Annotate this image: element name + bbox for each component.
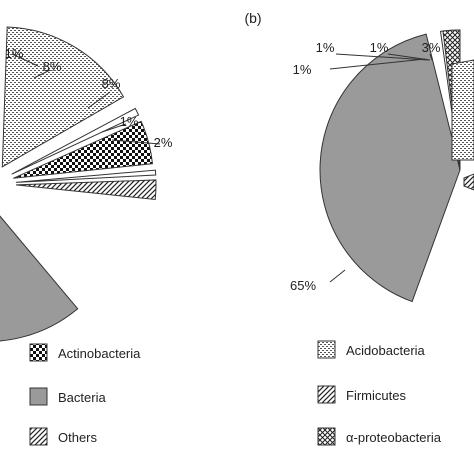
right-pie-data-label-0: 65%	[290, 278, 316, 293]
legend-right-swatch-0	[317, 340, 336, 359]
left-pie-leader-2	[33, 69, 51, 79]
right-pie-data-label-1: 1%	[293, 62, 312, 77]
right-pie-leader-3	[387, 53, 431, 61]
right-pie-leader-0	[329, 269, 346, 283]
right-pie-data-label-4: 3%	[422, 40, 441, 55]
right-pie-leader-2	[335, 53, 429, 61]
legend-left-swatch-2	[29, 427, 48, 446]
left-pie-leader-3	[87, 91, 111, 109]
pie-chart-right: 65% 1% 1% 1% 3%	[290, 29, 474, 303]
left-pie-data-label-3: 8%	[102, 76, 121, 91]
left-pie-slice-0	[0, 215, 79, 342]
legend-right-swatch-2	[317, 427, 336, 446]
right-pie-leader-1	[329, 58, 426, 70]
legend-left-label-0: Actinobacteria	[58, 346, 141, 361]
left-pie-leader-4	[101, 123, 127, 133]
pie-chart-left: 1% 8% 8% 1% 2%	[0, 26, 173, 342]
right-pie-edge-segment	[451, 59, 474, 161]
panel-label: (b)	[244, 10, 261, 26]
legend-right-swatch-1	[317, 385, 336, 404]
left-pie-data-label-1: 1%	[5, 46, 24, 61]
left-pie-slice-5	[15, 179, 157, 201]
legend-left-label-1: Bacteria	[58, 390, 106, 405]
legend-right-label-2: α-proteobacteria	[346, 430, 442, 445]
left-pie-data-label-2: 8%	[43, 59, 62, 74]
left-pie-slice-1	[11, 107, 140, 175]
legend-right-label-1: Firmicutes	[346, 388, 406, 403]
left-pie-data-label-4: 1%	[120, 114, 139, 129]
right-pie-slice-0	[319, 33, 461, 303]
left-pie-slice-4	[15, 169, 157, 183]
left-pie-slice-3	[13, 120, 154, 179]
legend-left-swatch-0	[29, 343, 48, 362]
legend-left-swatch-1	[29, 387, 48, 406]
left-pie-leader-5	[111, 139, 161, 145]
left-pie-slice-2	[1, 26, 125, 168]
right-pie-data-label-3: 1%	[370, 40, 389, 55]
legend-left-label-2: Others	[58, 430, 98, 445]
left-pie-data-label-5: 2%	[154, 135, 173, 150]
right-pie-data-label-2: 1%	[316, 40, 335, 55]
left-pie-leader-1	[11, 53, 39, 67]
legend-right-label-0: Acidobacteria	[346, 343, 426, 358]
right-pie-edge-segment-small	[463, 173, 474, 191]
right-pie-leader-4	[429, 53, 433, 61]
